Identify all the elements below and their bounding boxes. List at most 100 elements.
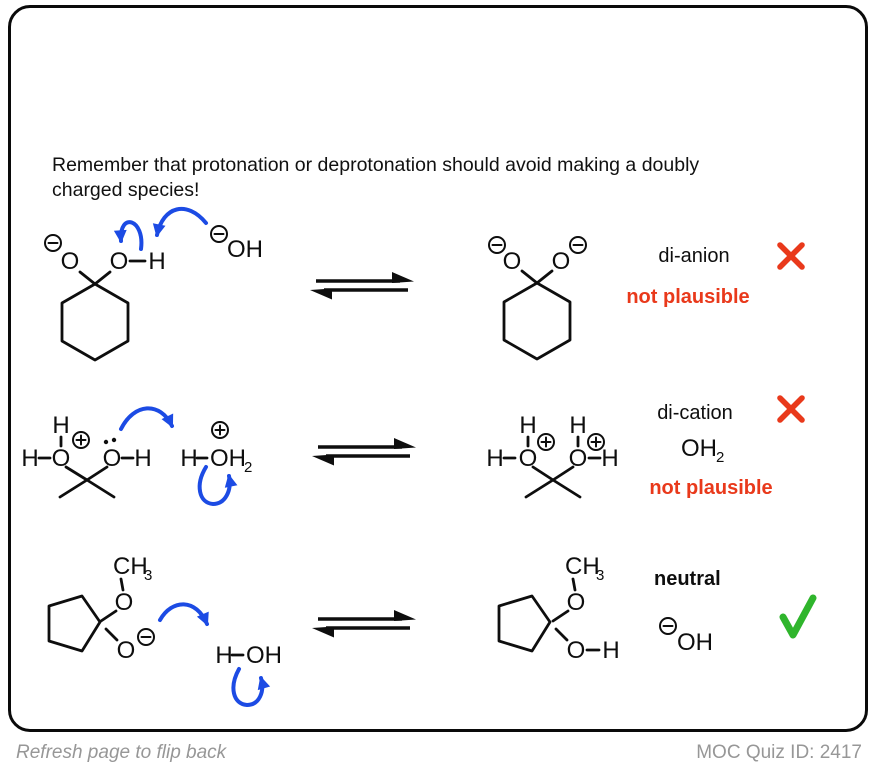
atom-O: O: [519, 445, 538, 472]
minus-charge-icon: [210, 225, 228, 243]
o-c-bond: [99, 609, 118, 623]
atom-H: H: [52, 412, 69, 439]
verdict-name: neutral: [654, 568, 721, 590]
c-methyl-bond: [85, 478, 116, 499]
minus-charge-icon: [137, 628, 155, 646]
byproduct-label: OH: [677, 629, 713, 656]
minus-charge-icon: [488, 236, 506, 254]
c-methyl-bond: [524, 478, 555, 499]
atom-OH: OH: [246, 642, 282, 669]
lone-pair-dot: [111, 437, 117, 443]
ch3-o-bond: [119, 577, 125, 592]
equilibrium-arrow: [310, 608, 418, 640]
x-mark-icon: [777, 395, 805, 423]
atom-H: H: [486, 445, 503, 472]
instruction-line-2: charged species!: [52, 179, 200, 201]
atom-H: H: [215, 642, 232, 669]
atom-O: O: [552, 248, 571, 275]
plus-charge-icon: [211, 421, 229, 439]
row2-reactant-protonated-diol: H H O O H: [21, 412, 152, 499]
row1-reactant-cyclohexane-diolate: O O H: [44, 234, 166, 362]
c-o-bond: [520, 269, 539, 285]
subscript-2: 2: [244, 459, 252, 476]
atom-O: O: [117, 637, 136, 664]
c-o-bond: [535, 269, 554, 285]
row3-reactant-methoxy-alkoxide: CH 3 O O: [47, 553, 155, 664]
cyclopentane-ring: [497, 594, 552, 653]
atom-O: O: [110, 248, 129, 275]
atom-OH: OH: [210, 445, 246, 472]
plus-charge-icon: [72, 431, 90, 449]
cyclopentane-ring: [47, 594, 102, 653]
row3-hydroxide-byproduct: OH: [659, 617, 713, 656]
c-methyl-bond: [58, 478, 89, 499]
atom-H: H: [21, 445, 38, 472]
atom-CH: CH: [113, 553, 148, 580]
atom-H: H: [569, 412, 586, 439]
row1-product-dianion: O O: [488, 236, 587, 361]
row2-product-dication: H H O H O H: [486, 412, 619, 499]
electron-pushing-arrow: [113, 220, 144, 251]
atom-O: O: [103, 445, 122, 472]
electron-pushing-arrow: [197, 465, 238, 507]
electron-pushing-arrow: [152, 206, 208, 238]
footer-flip-hint: Refresh page to flip back: [16, 742, 227, 763]
atom-O: O: [115, 589, 134, 616]
subscript-3: 3: [144, 567, 152, 584]
footer-quiz-id: MOC Quiz ID: 2417: [696, 742, 862, 763]
row1-hydroxide-ion: OH: [210, 225, 263, 263]
atom-H: H: [180, 445, 197, 472]
atom-O: O: [52, 445, 71, 472]
ch3-o-bond: [571, 577, 577, 592]
c-methyl-bond: [551, 478, 582, 499]
verdict-name: di-cation: [657, 402, 733, 424]
atom-H: H: [602, 637, 619, 664]
flashcard: [8, 5, 868, 732]
instruction-text: Remember that protonation or deprotonati…: [52, 153, 832, 203]
row3-water: H OH: [215, 642, 282, 669]
equilibrium-arrow: [308, 270, 416, 302]
electron-pushing-arrow: [231, 667, 271, 708]
atom-H: H: [134, 445, 151, 472]
minus-charge-icon: [569, 236, 587, 254]
instruction-line-1: Remember that protonation or deprotonati…: [52, 154, 700, 176]
equilibrium-arrow: [310, 436, 418, 468]
o-c-bond: [85, 465, 109, 482]
electron-pushing-arrow: [119, 406, 174, 431]
atom-H: H: [148, 248, 165, 275]
atom-O: O: [61, 248, 80, 275]
cyclohexane-ring: [60, 282, 130, 362]
minus-charge-icon: [44, 234, 62, 252]
byproduct-subscript: 2: [716, 449, 724, 466]
c-o-bond: [78, 270, 97, 286]
plus-charge-icon: [587, 433, 605, 451]
lone-pair-dot: [103, 439, 109, 445]
atom-O: O: [569, 445, 588, 472]
atom-O: O: [567, 589, 586, 616]
atom-O: O: [567, 637, 586, 664]
o-c-bond: [64, 465, 89, 482]
c-o-bond: [104, 627, 119, 642]
atom-H: H: [601, 445, 618, 472]
o-c-bond: [551, 609, 570, 623]
check-mark-icon: [779, 594, 817, 639]
hydroxide-label: OH: [227, 236, 263, 263]
c-o-bond: [93, 270, 112, 286]
o-c-bond: [551, 465, 575, 482]
row3-product-neutral-hemiketal: CH 3 O O H: [497, 553, 620, 664]
verdict-note: not plausible: [626, 286, 749, 308]
cyclohexane-ring: [502, 281, 572, 361]
o-c-bond: [531, 465, 555, 482]
byproduct-label: OH: [681, 435, 717, 462]
atom-H: H: [519, 412, 536, 439]
verdict-name: di-anion: [658, 245, 729, 267]
x-mark-icon: [777, 242, 805, 270]
electron-pushing-arrow: [158, 602, 209, 626]
row2-hydronium: H OH 2: [180, 421, 252, 476]
verdict-note: not plausible: [649, 477, 772, 499]
c-o-bond: [554, 627, 569, 642]
atom-O: O: [503, 248, 522, 275]
minus-charge-icon: [659, 617, 677, 635]
atom-CH: CH: [565, 553, 600, 580]
